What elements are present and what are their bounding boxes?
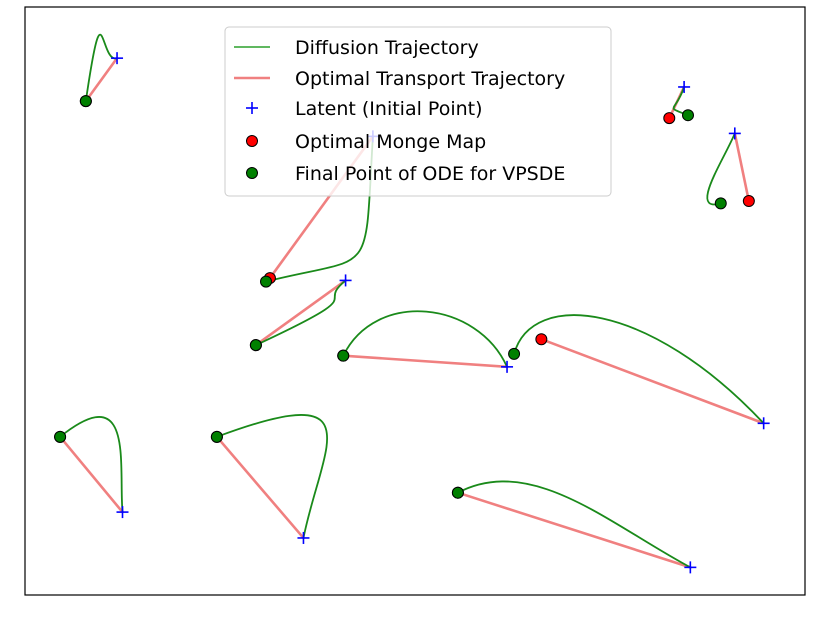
diffusion-trajectory-10 — [457, 480, 691, 569]
ot-trajectory-10 — [456, 491, 692, 569]
diffusion-trajectory-7 — [513, 314, 765, 424]
monge-point-2 — [663, 112, 676, 125]
final-point-9 — [210, 430, 223, 443]
ot-trajectory-1 — [84, 56, 119, 103]
diffusion-trajectory-6 — [342, 310, 508, 368]
ot-trajectory-3 — [733, 132, 751, 203]
diffusion-trajectory-5 — [255, 279, 347, 346]
latent-point-7 — [757, 417, 770, 430]
legend-final-marker — [246, 167, 258, 179]
latent-point-3 — [728, 127, 741, 140]
final-point-7 — [508, 347, 521, 360]
point-layer — [54, 52, 770, 574]
legend-ot-label: Optimal Transport Trajectory — [295, 68, 565, 90]
legend-monge-marker — [246, 135, 258, 147]
legend-latent-marker — [246, 102, 258, 114]
diffusion-trajectory-3 — [706, 133, 736, 206]
final-point-6 — [337, 349, 350, 362]
legend-diffusion-label: Diffusion Trajectory — [295, 37, 479, 59]
final-point-8 — [54, 430, 67, 443]
ot-trajectory-7 — [540, 337, 765, 425]
monge-point-7 — [535, 333, 548, 346]
latent-point-5 — [339, 274, 352, 287]
final-point-5 — [249, 339, 262, 352]
final-point-4 — [260, 275, 273, 288]
legend-final-label: Final Point of ODE for VPSDE — [295, 163, 565, 185]
diffusion-trajectory-1 — [84, 33, 118, 102]
final-point-3 — [714, 197, 727, 210]
final-point-2 — [682, 109, 694, 122]
latent-point-8 — [116, 506, 129, 519]
latent-point-2 — [678, 80, 691, 93]
legend-monge-label: Optimal Monge Map — [295, 131, 486, 153]
latent-point-10 — [684, 561, 697, 574]
final-point-1 — [79, 95, 92, 108]
legend: Diffusion Trajectory Optimal Transport T… — [224, 26, 612, 197]
final-point-10 — [451, 486, 464, 499]
ot-trajectory-9 — [215, 435, 305, 540]
trajectory-layer — [58, 33, 765, 569]
ot-trajectory-5 — [254, 279, 347, 347]
latent-point-1 — [111, 52, 124, 65]
latent-point-6 — [501, 360, 514, 373]
diffusion-trajectory-8 — [59, 416, 124, 513]
legend-latent-label: Latent (Initial Point) — [295, 98, 483, 120]
diffusion-trajectory-2 — [672, 86, 689, 117]
diffusion-trajectory-9 — [216, 414, 328, 539]
latent-point-9 — [297, 531, 310, 544]
legend-box — [224, 26, 612, 197]
ot-trajectory-8 — [58, 435, 124, 514]
ot-trajectory-6 — [341, 354, 509, 369]
monge-point-3 — [742, 195, 755, 208]
